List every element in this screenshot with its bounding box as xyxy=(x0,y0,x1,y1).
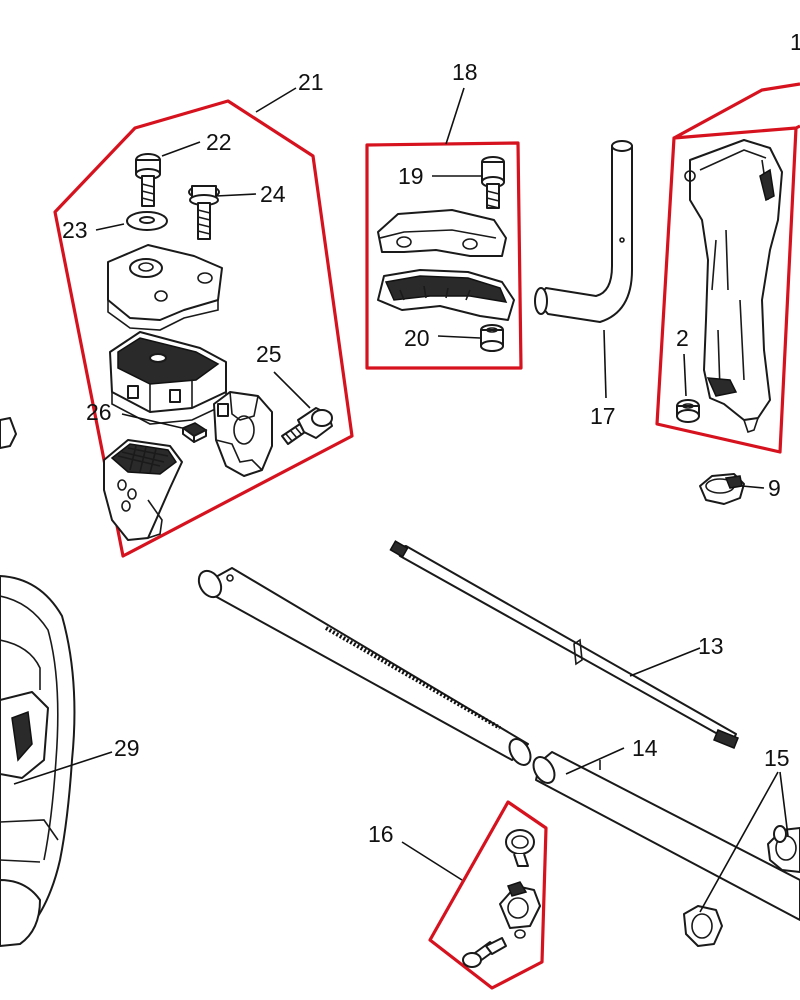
callout-14: 14 xyxy=(632,735,658,761)
part-20-nut xyxy=(480,324,504,352)
callout-13: 13 xyxy=(698,633,724,659)
callout-24: 24 xyxy=(260,181,286,207)
callout-18: 18 xyxy=(452,59,478,85)
clamp-half-piece xyxy=(213,391,273,477)
callout-16: 16 xyxy=(368,821,394,847)
handle-grip xyxy=(684,139,783,434)
part-17-handle-tube xyxy=(534,140,633,323)
part-19-screw xyxy=(481,156,505,209)
clamp-top-plate xyxy=(107,244,223,331)
part-15-clamps xyxy=(683,825,800,947)
upper-tube xyxy=(197,567,532,766)
callout-22: 22 xyxy=(206,129,232,155)
part-9-clip xyxy=(699,473,745,505)
left-edge-fragment xyxy=(0,417,17,449)
part-13-drive-shaft xyxy=(389,540,739,749)
clamp-bottom-block xyxy=(103,439,183,541)
group-1-outline xyxy=(655,82,800,454)
callout-29: 29 xyxy=(114,735,140,761)
part-26-nut xyxy=(181,422,208,443)
group-1-border xyxy=(655,82,800,454)
part-29-harness xyxy=(0,575,76,947)
callout-20: 20 xyxy=(404,325,430,351)
callout-26: 26 xyxy=(86,399,112,425)
callout-19: 19 xyxy=(398,163,424,189)
clamp-middle-block xyxy=(109,331,227,425)
callout-21: 21 xyxy=(298,69,324,95)
callout-9: 9 xyxy=(768,475,781,501)
callout-23: 23 xyxy=(62,217,88,243)
part-24-bolt xyxy=(188,185,220,240)
part-22-bolt xyxy=(135,153,161,207)
group-16-outline xyxy=(428,800,548,990)
group-21-outline xyxy=(53,99,354,558)
group-16-border xyxy=(428,800,548,990)
callout-15: 15 xyxy=(764,745,790,771)
group-18-border xyxy=(365,141,523,370)
part-23-washer xyxy=(126,211,168,231)
callout-17: 17 xyxy=(590,403,616,429)
callout-1: 1 xyxy=(790,29,800,55)
callout-labels: 1 2 9 13 14 15 16 17 18 19 20 21 22 23 2… xyxy=(62,29,800,847)
part-14-lower-tube xyxy=(532,751,800,921)
callout-2: 2 xyxy=(676,325,689,351)
callout-25: 25 xyxy=(256,341,282,367)
group-21-border xyxy=(53,99,354,558)
part-16-parts xyxy=(462,829,541,968)
grip-pad-upper xyxy=(377,209,507,257)
part-2-nut xyxy=(676,399,700,423)
group-18-outline xyxy=(365,141,523,370)
grip-pad-lower xyxy=(377,269,515,321)
leader-lines xyxy=(13,87,789,913)
part-25-bolt xyxy=(281,407,333,445)
